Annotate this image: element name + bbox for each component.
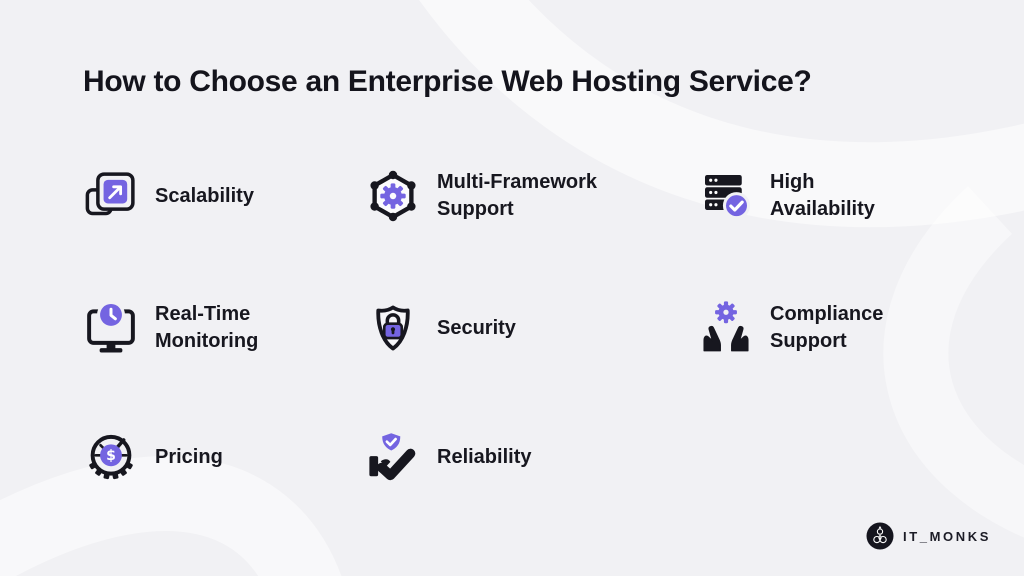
item-label: Reliability	[437, 445, 532, 468]
svg-text:$: $	[106, 448, 116, 464]
page-title: How to Choose an Enterprise Web Hosting …	[83, 65, 812, 98]
item-real-time-monitoring: Real-Time Monitoring	[83, 296, 258, 360]
security-icon	[376, 305, 410, 351]
item-compliance-support: Compliance Support	[698, 296, 883, 360]
item-label: Compliance Support	[770, 303, 884, 352]
item-label: Security	[437, 316, 516, 339]
item-security: Security	[365, 296, 516, 360]
real-time-monitoring-icon	[87, 300, 135, 353]
item-label: Real-Time Monitoring	[155, 303, 259, 352]
pricing-icon: $	[89, 434, 133, 480]
compliance-support-icon	[703, 301, 749, 352]
brand-name: IT_MONKS	[903, 528, 991, 544]
reliability-icon	[369, 430, 416, 481]
monk-icon	[866, 522, 894, 550]
item-pricing: $ Pricing	[83, 425, 223, 489]
high-availability-icon	[705, 175, 751, 220]
item-label: Scalability	[155, 184, 254, 207]
scalability-icon	[85, 172, 135, 216]
brand-logo: IT_MONKS	[866, 522, 991, 550]
item-reliability: Reliability	[365, 425, 531, 489]
item-label: High Availability	[770, 171, 875, 220]
item-multi-framework: Multi-Framework Support	[365, 164, 597, 228]
item-label: Pricing	[155, 445, 223, 468]
item-scalability: Scalability	[83, 164, 254, 228]
item-label: Multi-Framework Support	[437, 171, 598, 220]
multi-framework-icon	[370, 170, 416, 222]
item-high-availability: High Availability	[698, 164, 875, 228]
